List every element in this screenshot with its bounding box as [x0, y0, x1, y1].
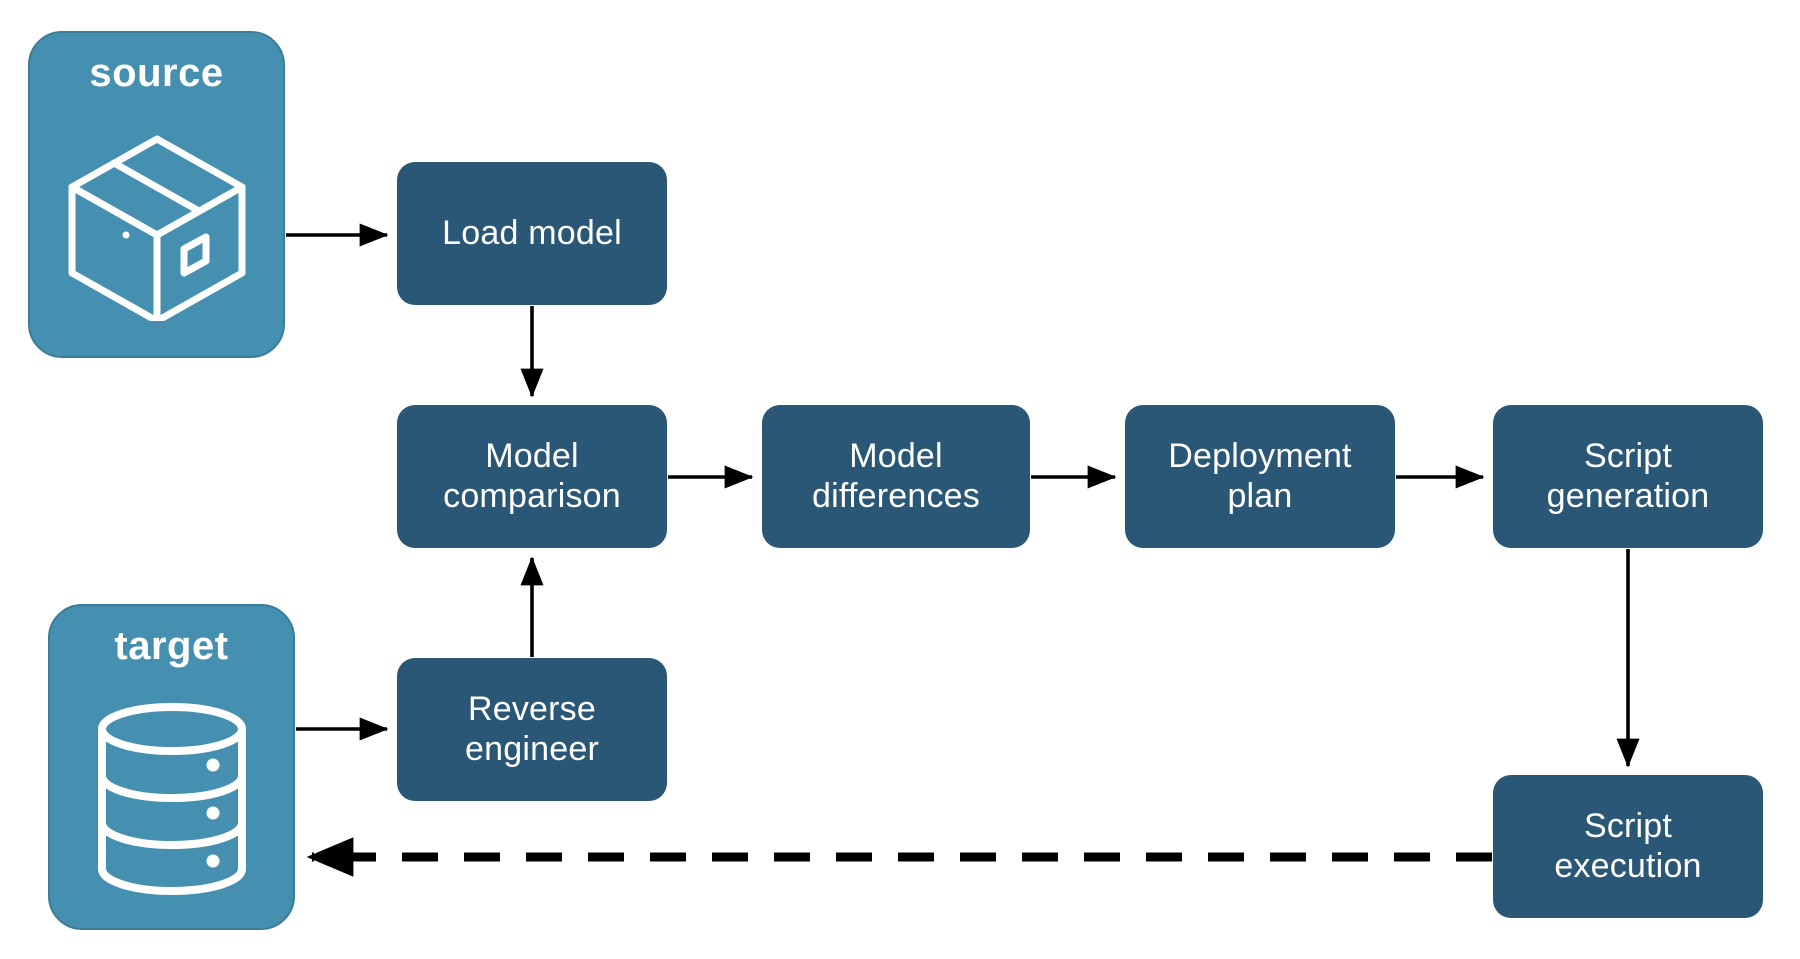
- node-model-differences-label: Model differences: [812, 436, 980, 515]
- node-source-label: source: [89, 51, 224, 95]
- node-load-model-label: Load model: [442, 213, 622, 252]
- package-box-icon: [30, 96, 283, 356]
- node-script-execution-label: Script execution: [1554, 806, 1702, 885]
- node-script-generation[interactable]: Script generation: [1493, 405, 1763, 548]
- node-target[interactable]: target: [48, 604, 295, 930]
- node-load-model[interactable]: Load model: [397, 162, 667, 305]
- node-script-generation-label: Script generation: [1546, 436, 1710, 515]
- node-script-execution[interactable]: Script execution: [1493, 775, 1763, 918]
- node-deployment-plan-label: Deployment plan: [1168, 436, 1352, 515]
- node-deployment-plan[interactable]: Deployment plan: [1125, 405, 1395, 548]
- node-reverse-engineer-label: Reverse engineer: [465, 689, 599, 768]
- node-target-label: target: [114, 624, 229, 668]
- node-source[interactable]: source: [28, 31, 285, 358]
- node-model-differences[interactable]: Model differences: [762, 405, 1030, 548]
- database-cylinder-icon: [50, 669, 293, 928]
- node-reverse-engineer[interactable]: Reverse engineer: [397, 658, 667, 801]
- node-model-comparison-label: Model comparison: [443, 436, 621, 515]
- node-model-comparison[interactable]: Model comparison: [397, 405, 667, 548]
